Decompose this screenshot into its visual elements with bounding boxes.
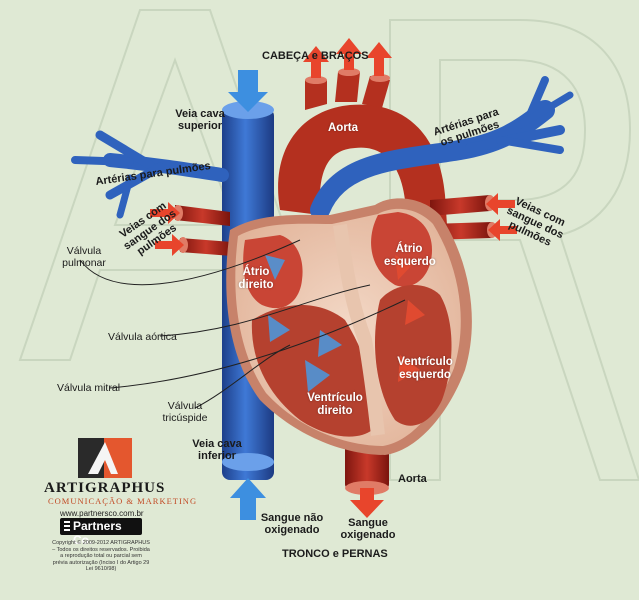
left-atrium-label: Átrio esquerdo xyxy=(384,243,436,268)
sup-vena-cava-label: Veia cava superior xyxy=(175,108,225,132)
aorta-top-label: Aorta xyxy=(328,122,359,134)
brand-tagline: COMUNICAÇÃO & MARKETING xyxy=(48,496,198,506)
inf-vena-cava-label: Veia cava inferior xyxy=(192,438,242,462)
right-atrium-label: Átrio direito xyxy=(238,266,274,291)
pulmonary-arteries xyxy=(71,76,574,220)
right-ventricle-label: Ventrículo direito xyxy=(307,392,363,417)
mitral-valve-label: Válvula mitral xyxy=(57,382,121,394)
internal-flow-arrows-red xyxy=(395,255,425,382)
partners-dots-icon xyxy=(64,521,70,532)
brand-logo xyxy=(78,438,132,478)
aortic-arch xyxy=(278,68,450,271)
aortic-valve-label: Válvula aórtica xyxy=(108,331,177,343)
flow-arrows xyxy=(150,38,517,520)
internal-flow-arrows xyxy=(265,255,342,392)
partners-badge: Partners Co. xyxy=(60,518,142,547)
pulm-valve-label: Válvula pulmonar xyxy=(62,245,106,269)
copyright-text: Copyright © 2009-2012 ARTIGRAPHUS – Todo… xyxy=(52,540,150,572)
leader-lines xyxy=(79,239,406,409)
head-arms-label: CABEÇA e BRAÇOS xyxy=(262,50,369,62)
heart-body xyxy=(226,198,472,455)
tricuspid-valve-label: Válvula tricúspide xyxy=(162,400,208,424)
logo-mark-icon xyxy=(78,438,132,478)
deoxy-blood-label: Sangue não oxigenado xyxy=(260,512,324,536)
brand-name: ARTIGRAPHUS xyxy=(44,480,166,496)
oxy-blood-label: Sangue oxigenado xyxy=(340,517,396,541)
left-ventricle-label: Ventrículo esquerdo xyxy=(397,356,453,381)
trunk-legs-label: TRONCO e PERNAS xyxy=(282,548,388,560)
brand-url: www.partnersco.com.br xyxy=(60,509,144,518)
partners-label: Partners Co. xyxy=(73,519,122,547)
aorta-bottom-label: Aorta xyxy=(398,473,427,485)
